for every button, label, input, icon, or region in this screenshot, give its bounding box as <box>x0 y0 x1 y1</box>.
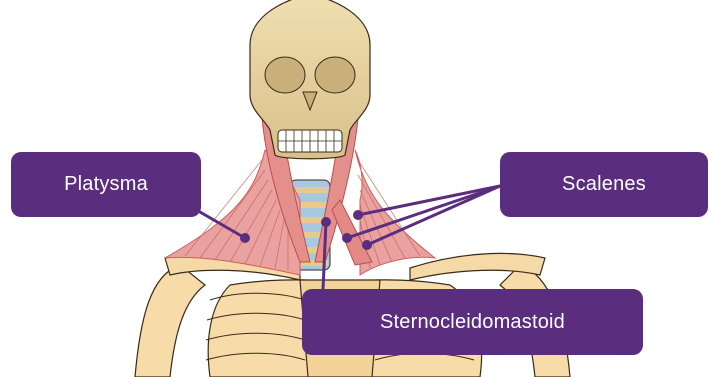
sternocleidomastoid-label: Sternocleidomastoid <box>302 289 643 355</box>
platysma-label-text: Platysma <box>64 173 148 196</box>
scalenes-label: Scalenes <box>500 152 708 217</box>
platysma-label: Platysma <box>11 152 201 217</box>
sternocleidomastoid-label-text: Sternocleidomastoid <box>380 311 565 334</box>
scalenes-label-text: Scalenes <box>562 173 646 196</box>
